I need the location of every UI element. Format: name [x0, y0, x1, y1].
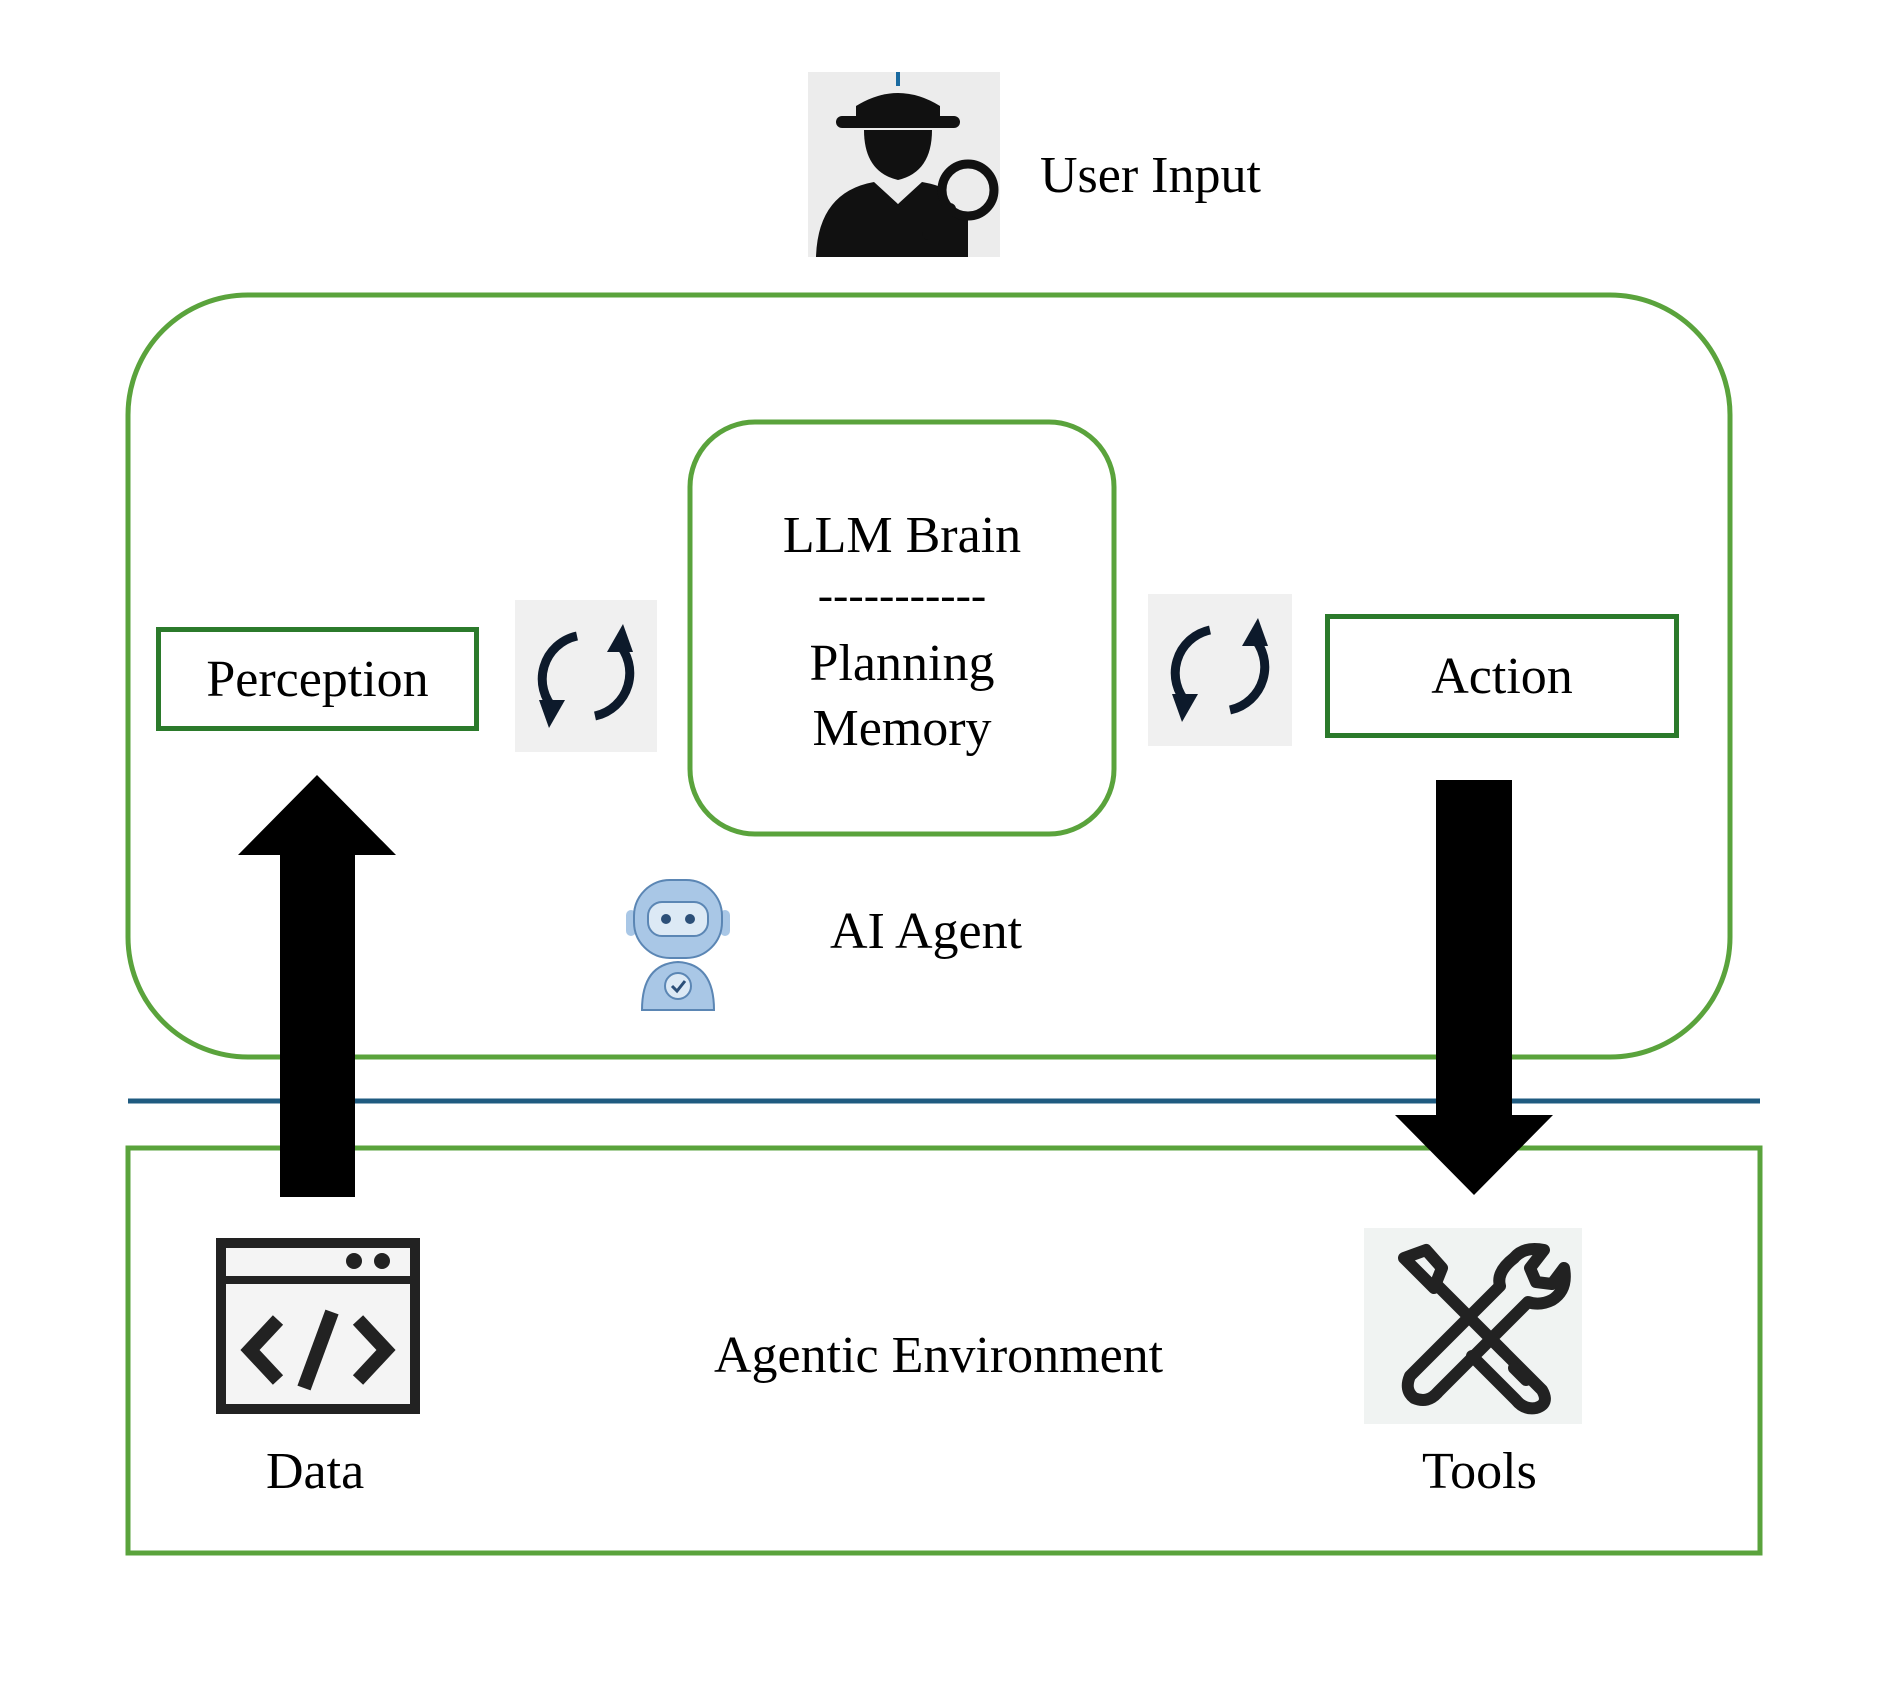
agentic-environment-box [125, 1145, 1763, 1556]
perception-box: Perception [156, 627, 479, 731]
wrench-screwdriver-icon [1364, 1228, 1582, 1424]
user-input-label: User Input [1040, 147, 1261, 204]
agentic-environment-label: Agentic Environment [714, 1327, 1164, 1384]
tools-label: Tools [1422, 1443, 1537, 1500]
brain-divider: ----------- [817, 569, 987, 620]
down-arrow [1395, 780, 1553, 1195]
detective-user-icon [808, 72, 1000, 257]
refresh-cycle-icon-left [515, 600, 657, 752]
ai-agent-label: AI Agent [830, 903, 1023, 960]
llm-brain-box [687, 419, 1117, 837]
up-arrow [238, 775, 396, 1197]
data-label: Data [266, 1443, 365, 1500]
action-label: Action [1431, 647, 1573, 705]
robot-icon [620, 872, 736, 1012]
code-window-icon [216, 1238, 420, 1414]
brain-memory: Memory [812, 700, 992, 757]
brain-title: LLM Brain [782, 507, 1022, 564]
ai-agent-container [125, 292, 1733, 1060]
perception-label: Perception [206, 650, 429, 708]
refresh-cycle-icon-right [1148, 594, 1292, 746]
brain-planning: Planning [809, 635, 995, 692]
action-box: Action [1325, 614, 1679, 738]
